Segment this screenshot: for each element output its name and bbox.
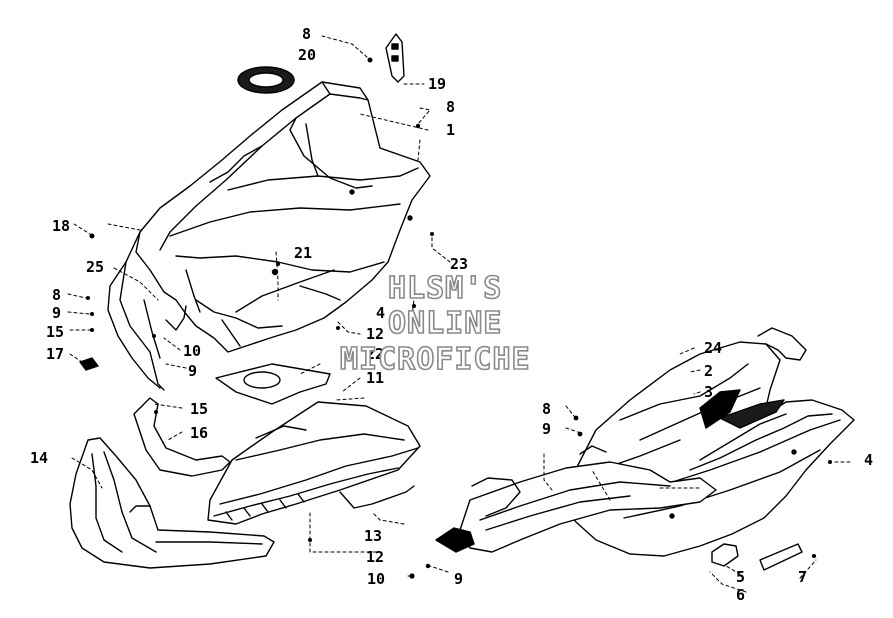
bracket-part	[385, 33, 405, 83]
callout-21: 21	[294, 244, 313, 262]
callout-7: 7	[798, 568, 808, 586]
grommet-ring-part	[237, 66, 295, 94]
hood-fairing-part	[107, 81, 431, 391]
callout-19: 19	[428, 75, 447, 93]
callout-18: 18	[52, 217, 71, 235]
callout-5: 5	[736, 568, 746, 586]
callout-13: 13	[364, 527, 383, 545]
watermark-line-1: HLSM'S	[387, 271, 503, 306]
callout-12: 12	[366, 548, 385, 566]
belly-pan-part	[207, 401, 421, 525]
callout-3: 3	[704, 383, 714, 401]
callout-12: 12	[366, 325, 385, 343]
callout-14: 14	[30, 449, 49, 467]
callout-15: 15	[190, 400, 209, 418]
fasteners	[86, 57, 832, 579]
callout-9: 9	[542, 420, 552, 438]
callout-9: 9	[52, 304, 62, 322]
callout-4: 4	[376, 304, 386, 322]
leader-lines	[67, 35, 851, 593]
watermark-line-2: ONLINE	[387, 306, 503, 341]
callout-8: 8	[302, 25, 312, 43]
floor-plate-part	[215, 363, 331, 405]
callout-22: 22	[366, 345, 385, 363]
callout-8: 8	[542, 400, 552, 418]
callout-11: 11	[366, 369, 385, 387]
callout-6: 6	[736, 586, 746, 604]
bumper-bracket-part	[133, 397, 231, 477]
callout-2: 2	[704, 362, 714, 380]
callout-10: 10	[367, 570, 386, 588]
callout-10: 10	[183, 342, 202, 360]
callout-8: 8	[52, 286, 62, 304]
callout-24: 24	[704, 339, 723, 357]
callout-9: 9	[188, 362, 198, 380]
callout-8: 8	[446, 98, 456, 116]
callout-15: 15	[46, 323, 65, 341]
callout-20: 20	[298, 46, 317, 64]
tunnel-chassis-part	[435, 461, 717, 553]
callout-17: 17	[46, 345, 65, 363]
oval-badge-part	[711, 543, 739, 567]
callout-1: 1	[446, 121, 456, 139]
callout-23: 23	[450, 255, 469, 273]
callout-4: 4	[864, 451, 874, 469]
callout-25: 25	[86, 258, 105, 276]
callout-9: 9	[454, 570, 464, 588]
callout-16: 16	[190, 424, 209, 442]
nose-bumper-part	[69, 437, 275, 569]
watermark-line-3: MICROFICHE	[339, 342, 531, 377]
pad-part	[79, 357, 99, 371]
strip-decal-part	[759, 543, 803, 571]
